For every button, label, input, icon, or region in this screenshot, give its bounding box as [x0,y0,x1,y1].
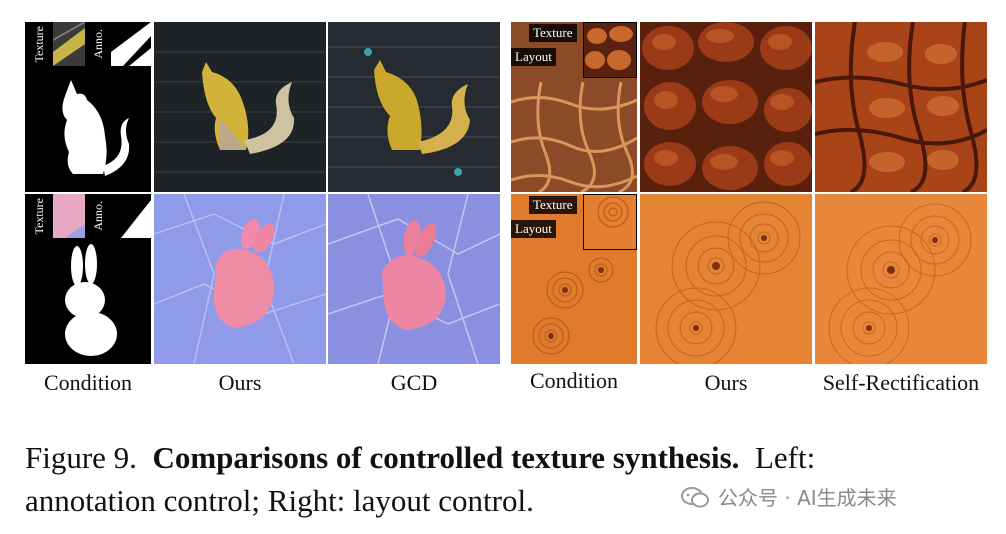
caption-line-1: Figure 9. Comparisons of controlled text… [25,436,985,479]
bread-texture-inset [583,22,637,78]
col-label-ours-left: Ours [218,370,262,395]
rabbit-mask [25,238,151,364]
paper-rabbit-ours [154,194,326,364]
right-row2-condition: Texture Layout [511,194,637,364]
texture-tag: Texture [25,22,53,66]
caption-rest-1: Left: [754,440,816,475]
texture-label: Texture [529,196,577,214]
left-row1-condition: Texture Anno. [25,22,151,192]
texture-tag: Texture [25,194,53,238]
left-row1-gcd [328,22,500,192]
brick-cat-ours [154,22,326,192]
right-row2-ours [640,194,812,364]
anno-tag: Anno. [85,22,111,66]
right-row2-selfrect [815,194,987,364]
brick-cat-gcd [328,22,500,192]
caption-prefix: Figure 9. [25,440,137,475]
figure-caption: Figure 9. Comparisons of controlled text… [25,436,985,522]
texture-tag-label: Texture [31,25,46,63]
col-label-ours-right: Ours [704,370,748,395]
right-row1-selfrect [815,22,987,192]
paper-rabbit-gcd [328,194,500,364]
col-label-condition-left: Condition [43,370,132,395]
left-row2-condition: Texture Anno. [25,194,151,364]
texture-tag-label: Texture [31,197,46,235]
col-label-gcd: GCD [390,370,438,395]
brick-texture-thumb [53,22,85,66]
cat-mask [25,66,151,192]
paper-anno-thumb [111,194,151,238]
left-row1-ours [154,22,326,192]
caption-bold: Comparisons of controlled texture synthe… [152,440,740,475]
layout-label: Layout [511,48,556,66]
texture-label: Texture [529,24,577,42]
right-row1-condition: Texture Layout [511,22,637,192]
bread-self-rectification [815,22,987,192]
layout-label: Layout [511,220,556,238]
paper-texture-thumb [53,194,85,238]
bread-ours [640,22,812,192]
anno-tag-label: Anno. [90,201,105,231]
col-label-condition-right: Condition [529,368,618,393]
watermark: 公众号 · AI生成未来 [680,482,897,511]
wood-ours [640,194,812,364]
wood-self-rectification [815,194,987,364]
caption-line-2: annotation control; Right: layout contro… [25,483,534,518]
right-row1-ours [640,22,812,192]
wood-texture-inset [583,194,637,250]
stripe-anno-thumb [111,22,151,66]
anno-tag: Anno. [85,194,111,238]
col-label-self-rectification: Self-Rectification [822,370,980,395]
wechat-icon [681,486,709,507]
left-row2-gcd [328,194,500,364]
watermark-text: 公众号 · AI生成未来 [718,486,897,510]
anno-tag-label: Anno. [90,29,105,59]
left-row2-ours [154,194,326,364]
